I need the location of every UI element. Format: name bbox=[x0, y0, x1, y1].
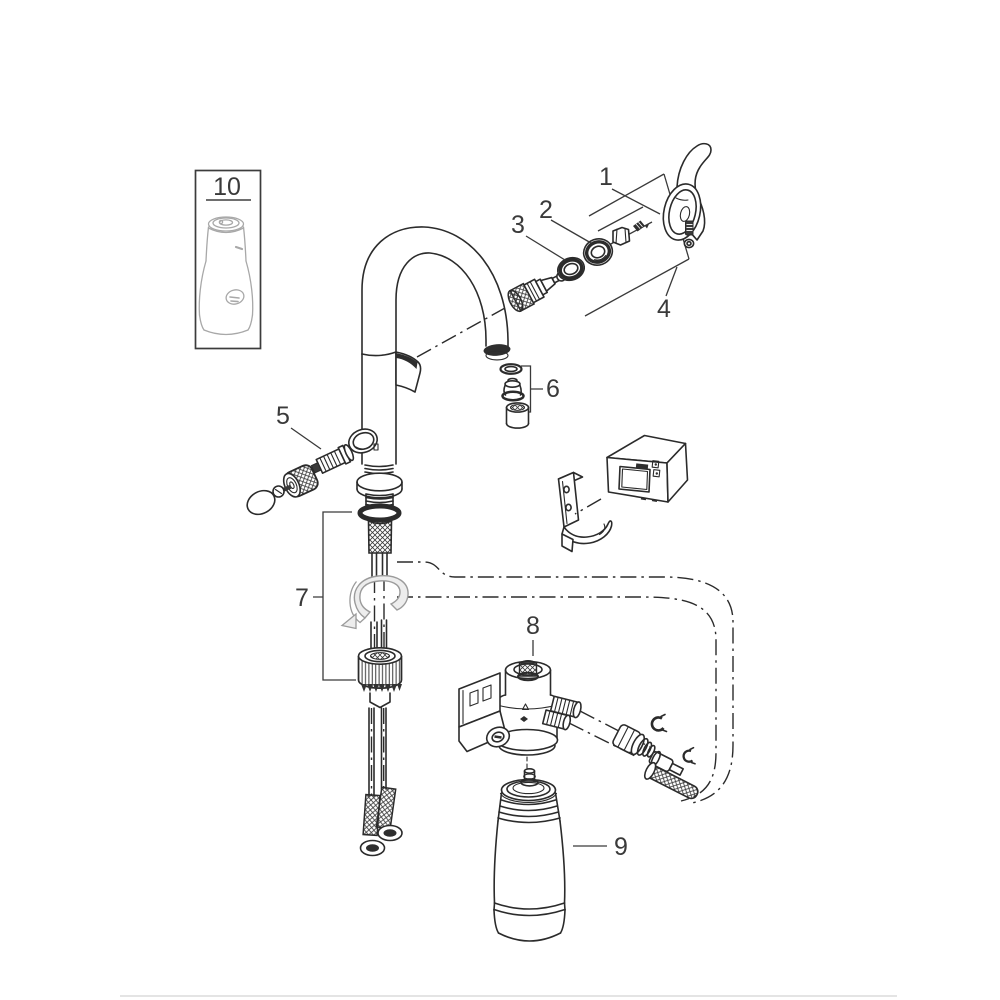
base-flange bbox=[356, 472, 403, 499]
valve-screw bbox=[272, 484, 292, 498]
hose-lines-mid bbox=[370, 619, 388, 649]
side-port bbox=[348, 428, 379, 454]
handle-ring-nut bbox=[683, 238, 695, 249]
display-logo-mark bbox=[635, 463, 649, 470]
callout-5: 5 bbox=[276, 402, 290, 430]
bracket-box-axis bbox=[574, 498, 602, 515]
callout-6: 6 bbox=[546, 375, 560, 403]
leader-5 bbox=[290, 427, 322, 450]
head-mark-arrow bbox=[521, 703, 530, 711]
knurled-knob bbox=[282, 464, 319, 498]
hose-braid-left bbox=[362, 793, 381, 837]
callout-7: 7 bbox=[295, 584, 309, 612]
cartridge-nut bbox=[612, 226, 631, 246]
valve-cartridge bbox=[310, 443, 355, 474]
callout-9: 9 bbox=[614, 833, 628, 861]
spout-outlet bbox=[483, 344, 511, 356]
callout-4: 4 bbox=[657, 295, 671, 323]
routing-line-outer bbox=[397, 561, 734, 804]
control-box bbox=[606, 434, 689, 503]
cartridge-body bbox=[493, 820, 566, 942]
carafe-illustration bbox=[198, 216, 254, 336]
hose-center-lines bbox=[373, 575, 385, 648]
bracket-7 bbox=[313, 511, 356, 681]
routing-line-inner bbox=[397, 596, 717, 802]
cartridge-axis-line bbox=[416, 307, 506, 358]
leader-3 bbox=[525, 235, 566, 261]
cartridge-screw bbox=[633, 220, 649, 232]
bracket-6 bbox=[521, 365, 543, 413]
leader-1 bbox=[611, 188, 661, 215]
inset-box-part-10: 10 bbox=[194, 169, 262, 350]
handle-set-screw bbox=[685, 220, 694, 236]
cartridge-neck-threads bbox=[497, 792, 561, 824]
aerator-washer bbox=[499, 363, 523, 375]
callout-8: 8 bbox=[526, 612, 540, 640]
connector-braided-hose bbox=[643, 761, 699, 800]
nut-tail bbox=[369, 692, 391, 709]
lever-handle-part-1 bbox=[662, 142, 712, 241]
leader-4 bbox=[665, 266, 678, 297]
dome-cap-part-2 bbox=[582, 238, 614, 266]
mounting-kit-group-part-7: 7 bbox=[295, 511, 409, 857]
hose-routing-lines bbox=[397, 561, 734, 804]
box-buttons bbox=[651, 460, 661, 478]
callout-1: 1 bbox=[599, 163, 613, 191]
box-bottom-marks bbox=[640, 497, 658, 502]
retaining-ring-part-3 bbox=[556, 256, 586, 282]
oval-cap bbox=[246, 489, 276, 516]
retaining-clip-lower bbox=[682, 749, 694, 763]
cartridge-cap-rings bbox=[499, 778, 558, 803]
head-port-lower bbox=[541, 709, 572, 731]
handle-cartridge-group: 1 2 3 4 bbox=[416, 142, 712, 358]
callout-2: 2 bbox=[539, 196, 553, 224]
aerator-insert bbox=[501, 377, 525, 402]
body-seam bbox=[361, 351, 397, 357]
aerator-housing bbox=[505, 402, 530, 429]
display-panel bbox=[618, 463, 651, 493]
callout-3: 3 bbox=[511, 211, 525, 239]
aerator-group-part-6: 6 bbox=[499, 363, 560, 429]
connector-body bbox=[648, 750, 684, 776]
braided-shank-section bbox=[367, 520, 393, 554]
inset-frame bbox=[194, 169, 262, 350]
faucet-assembly bbox=[348, 226, 511, 578]
hose-connector-group bbox=[612, 713, 699, 800]
head-top-cylinder bbox=[504, 659, 552, 696]
box-right-face bbox=[666, 442, 689, 503]
supply-hoses-lower bbox=[359, 707, 403, 857]
head-bracket bbox=[458, 672, 511, 753]
spout-outlet-lip bbox=[485, 350, 509, 361]
bracket-hook bbox=[561, 520, 613, 545]
escutcheon-plate bbox=[340, 575, 409, 630]
hose-end-fitting-right bbox=[377, 824, 403, 842]
mounting-nut bbox=[357, 646, 403, 709]
spout-inner-curve bbox=[395, 252, 487, 355]
spout-outer-curve bbox=[361, 226, 509, 355]
nut-serration bbox=[361, 684, 402, 692]
connector-nut bbox=[612, 724, 656, 758]
shank-o-ring bbox=[357, 503, 402, 523]
handle-mount-band bbox=[396, 353, 418, 369]
side-valve-group-part-5: 5 bbox=[246, 402, 355, 516]
head-mark-diamond bbox=[520, 716, 528, 722]
supply-hose-stubs bbox=[371, 552, 388, 578]
hose-end-fitting-left bbox=[359, 839, 386, 857]
wall-bracket bbox=[557, 471, 613, 553]
bracket-foot bbox=[561, 533, 574, 553]
filter-head-group-part-8: 8 bbox=[458, 612, 651, 771]
retaining-clip-upper bbox=[650, 716, 665, 732]
callout-10: 10 bbox=[213, 173, 241, 201]
leader-2 bbox=[550, 219, 592, 244]
filter-cartridge-group-part-9: 9 bbox=[493, 767, 628, 942]
